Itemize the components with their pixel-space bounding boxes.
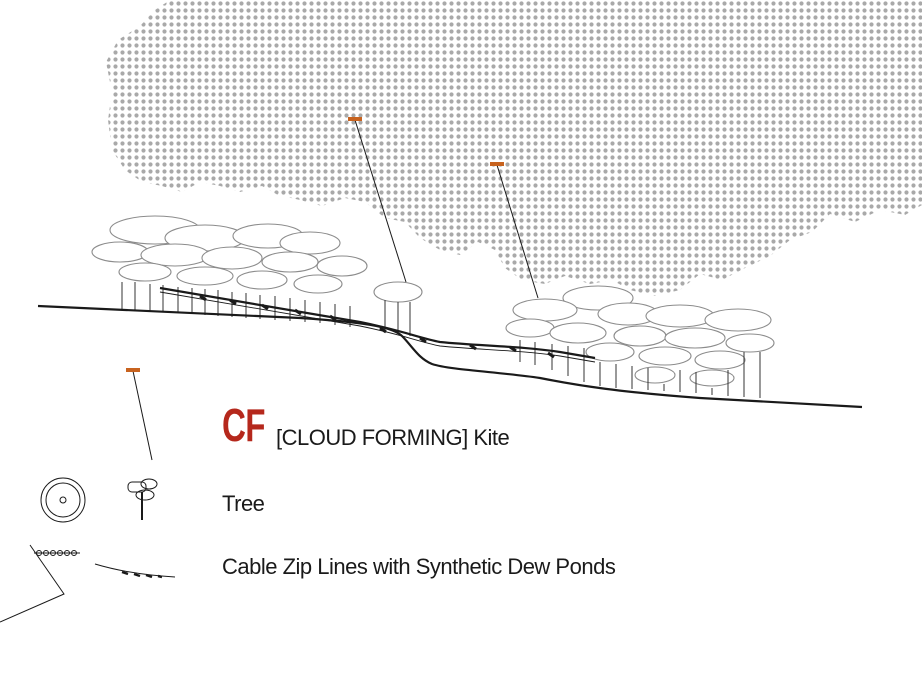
legend-kite-label: [CLOUD FORMING] Kite (276, 425, 510, 450)
legend-kite-abbr: CF (222, 399, 265, 451)
tree-cluster-right (505, 285, 775, 387)
zip-line-icon (34, 550, 176, 579)
tree-plan-icon (40, 477, 86, 523)
legend-zip-label: Cable Zip Lines with Synthetic Dew Ponds (222, 554, 616, 579)
ground-line (37, 304, 863, 409)
legend-tree-label: Tree (222, 491, 265, 516)
tree-icon (127, 478, 158, 520)
kite-right (490, 162, 539, 299)
corner-bracket (0, 544, 65, 623)
kite-left (348, 117, 407, 283)
cloud-mass (106, 0, 922, 296)
tree-cluster-left (91, 215, 423, 303)
kite-icon (126, 368, 153, 461)
zip-line-cables (159, 286, 596, 363)
